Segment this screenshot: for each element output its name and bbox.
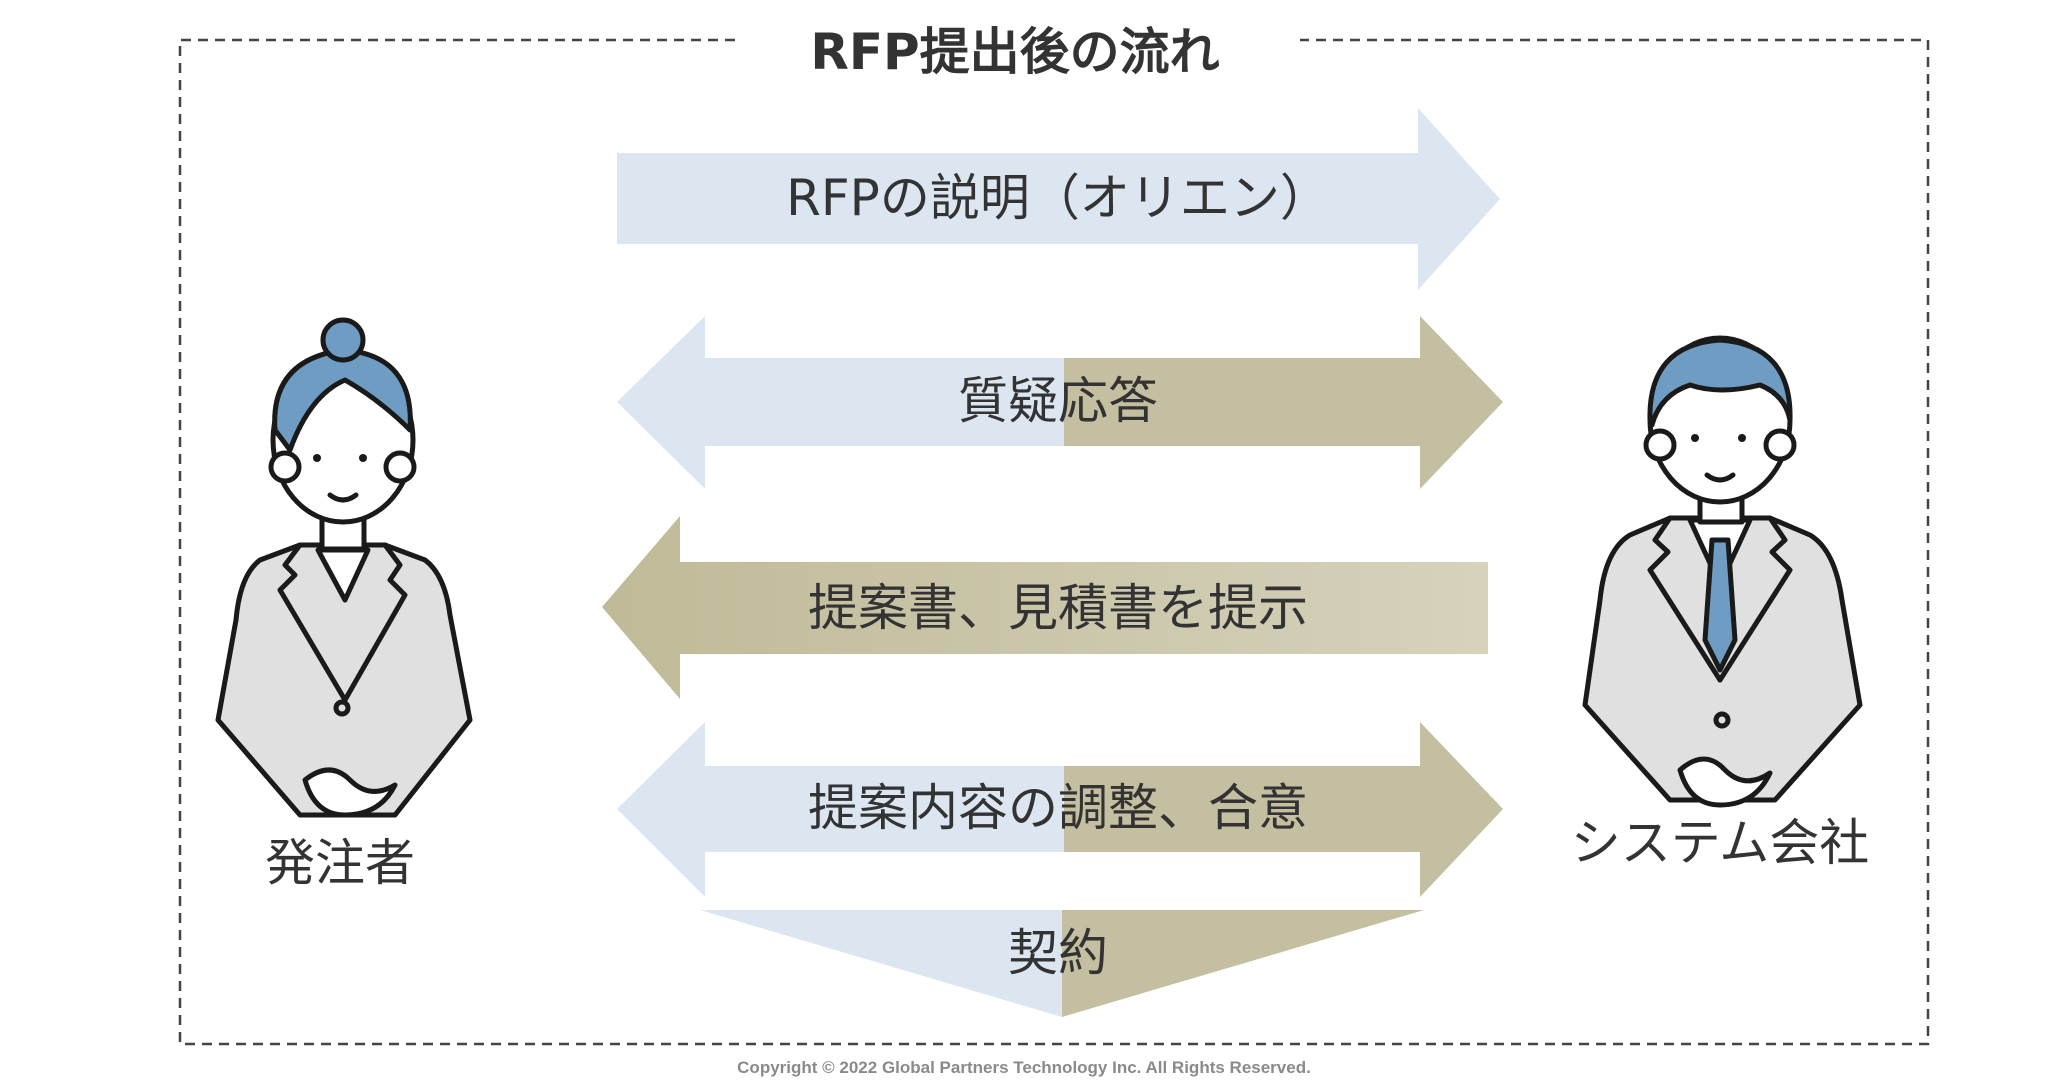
step-arrow-3: 提案書、見積書を提示 [602,516,1488,699]
vendor-figure-icon [1582,335,1863,808]
step-label-4: 提案内容の調整、合意 [808,779,1308,837]
step-arrow-5: 契約 [700,910,1424,1017]
arrow-right-half [1064,316,1503,489]
step-label-1: RFPの説明（オリエン） [786,169,1330,227]
arrow-right-half [1064,722,1503,897]
diagram-title: RFP提出後の流れ [810,23,1219,81]
step-arrow-1: RFPの説明（オリエン） [617,108,1500,290]
vendor-label: システム会社 [1571,814,1870,872]
arrow-left-half [617,722,1064,897]
step-label-5: 契約 [1008,924,1108,982]
copyright-notice: Copyright © 2022 Global Partners Technol… [737,1058,1311,1077]
step-label-2: 質疑応答 [958,372,1158,430]
client-label: 発注者 [265,834,415,892]
converge-left-half [700,910,1062,1017]
step-arrow-2: 質疑応答 [617,316,1503,489]
converge-right-half [1062,910,1424,1017]
client-figure-icon [215,317,473,818]
arrow-left-shape [602,516,1488,699]
step-arrow-4: 提案内容の調整、合意 [617,722,1503,897]
step-label-3: 提案書、見積書を提示 [808,579,1308,637]
arrow-left-half [617,316,1064,489]
arrow-right-shape [617,108,1500,290]
dashed-frame [178,38,1930,1046]
